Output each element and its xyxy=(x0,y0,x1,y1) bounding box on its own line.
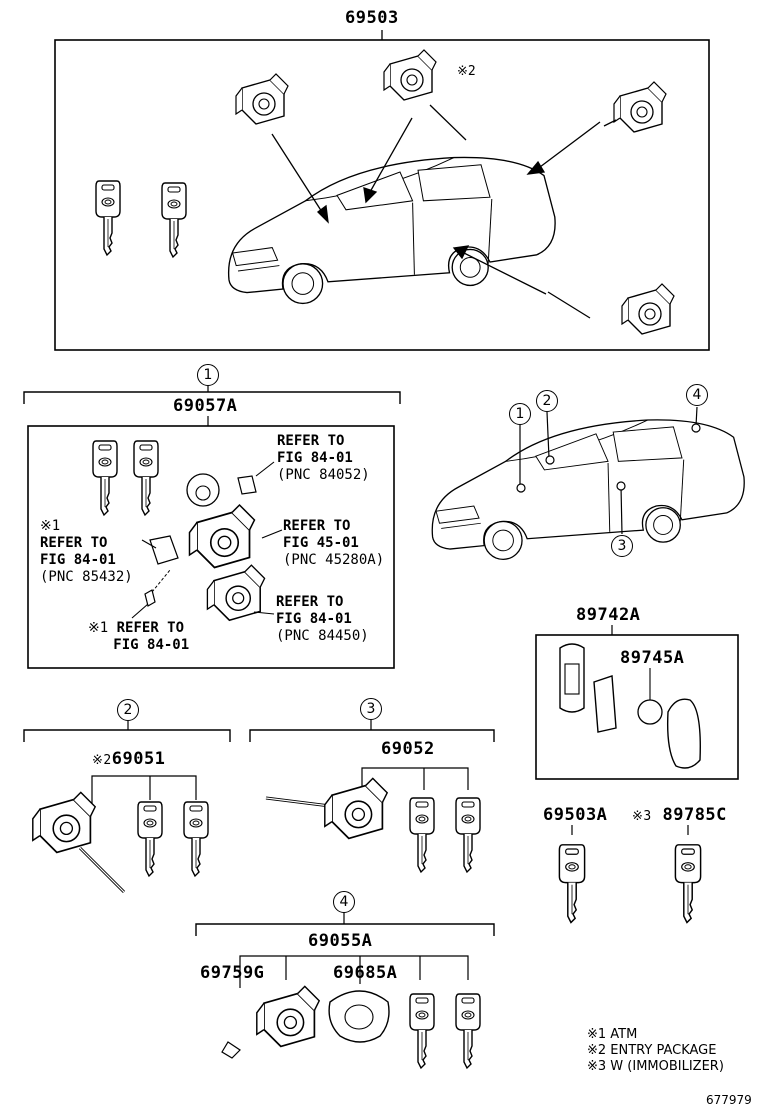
door-cylinder-icon xyxy=(383,49,437,101)
rear-door-cylinder-icon xyxy=(621,283,675,335)
part-number-69051: ※269051 xyxy=(92,749,166,769)
part-number-89745A: 89745A xyxy=(620,648,685,668)
part-number-69503A: 69503A xyxy=(543,805,608,825)
legend-item-entry: ※2 ENTRY PACKAGE xyxy=(587,1043,717,1058)
car-marker-illustration xyxy=(431,419,745,561)
part-number-69055A: 69055A xyxy=(308,931,373,951)
car-marker-1: 1 xyxy=(509,403,531,425)
legend-item-immobilizer: ※3 W (IMMOBILIZER) xyxy=(587,1059,724,1074)
key-icon xyxy=(137,801,163,877)
key-icon xyxy=(409,797,435,873)
entry-package-mark: ※2 xyxy=(457,64,476,79)
part-number-89742A: 89742A xyxy=(576,605,641,625)
part-number-69057A: 69057A xyxy=(173,396,238,416)
diagram-id: 677979 xyxy=(706,1093,752,1107)
door-lock-cylinder-icon xyxy=(31,791,97,854)
section1-box xyxy=(27,425,395,669)
key-icon xyxy=(161,182,187,258)
car-marker-4: 4 xyxy=(686,384,708,406)
key-icon xyxy=(455,797,481,873)
part-number-69052: 69052 xyxy=(381,739,435,759)
ignition-cylinder-icon xyxy=(235,73,289,125)
master-key-icon xyxy=(558,844,586,924)
key-icon xyxy=(183,801,209,877)
car-marker-3: 3 xyxy=(611,535,633,557)
key-icon xyxy=(95,180,121,256)
transponder-key-icon xyxy=(674,844,702,924)
ignition-switch-icon xyxy=(188,504,256,569)
part-number-89785C: ※3 89785C xyxy=(632,805,727,825)
key-icon xyxy=(409,993,435,1069)
refer-note-atm: ※1 REFER TO FIG 84-01 xyxy=(88,620,190,653)
key-icon xyxy=(455,993,481,1069)
part-number-69685A: 69685A xyxy=(333,963,398,983)
section-marker-2: 2 xyxy=(117,699,139,721)
part-number-69503: 69503 xyxy=(345,8,399,28)
refer-note-85432: ※1 REFER TO FIG 84-01 (PNC 85432) xyxy=(40,518,133,585)
battery-icon xyxy=(637,699,663,725)
legend: ※1 ATM ※2 ENTRY PACKAGE ※3 W (IMMOBILIZE… xyxy=(587,1027,724,1075)
legend-item-atm: ※1 ATM xyxy=(587,1027,638,1042)
remote-box xyxy=(535,634,739,780)
part-number-69759G: 69759G xyxy=(200,963,265,983)
section-marker-3: 3 xyxy=(360,698,382,720)
refer-note-84052: REFER TO FIG 84-01 (PNC 84052) xyxy=(277,433,370,483)
car-marker-2: 2 xyxy=(536,390,558,412)
refer-note-84450: REFER TO FIG 84-01 (PNC 84450) xyxy=(276,594,369,644)
car-top-illustration xyxy=(227,156,556,305)
remote-board-icon xyxy=(593,675,617,733)
section-marker-1: 1 xyxy=(197,364,219,386)
key-icon xyxy=(133,440,159,516)
section-marker-4: 4 xyxy=(333,891,355,913)
trunk-lock-cylinder-icon xyxy=(323,777,389,840)
lock-cylinder-icon xyxy=(255,985,321,1048)
trunk-cylinder-icon xyxy=(613,81,667,133)
remote-cover-icon xyxy=(666,698,701,769)
key-icon xyxy=(92,440,118,516)
refer-note-45280A: REFER TO FIG 45-01 (PNC 45280A) xyxy=(283,518,385,568)
